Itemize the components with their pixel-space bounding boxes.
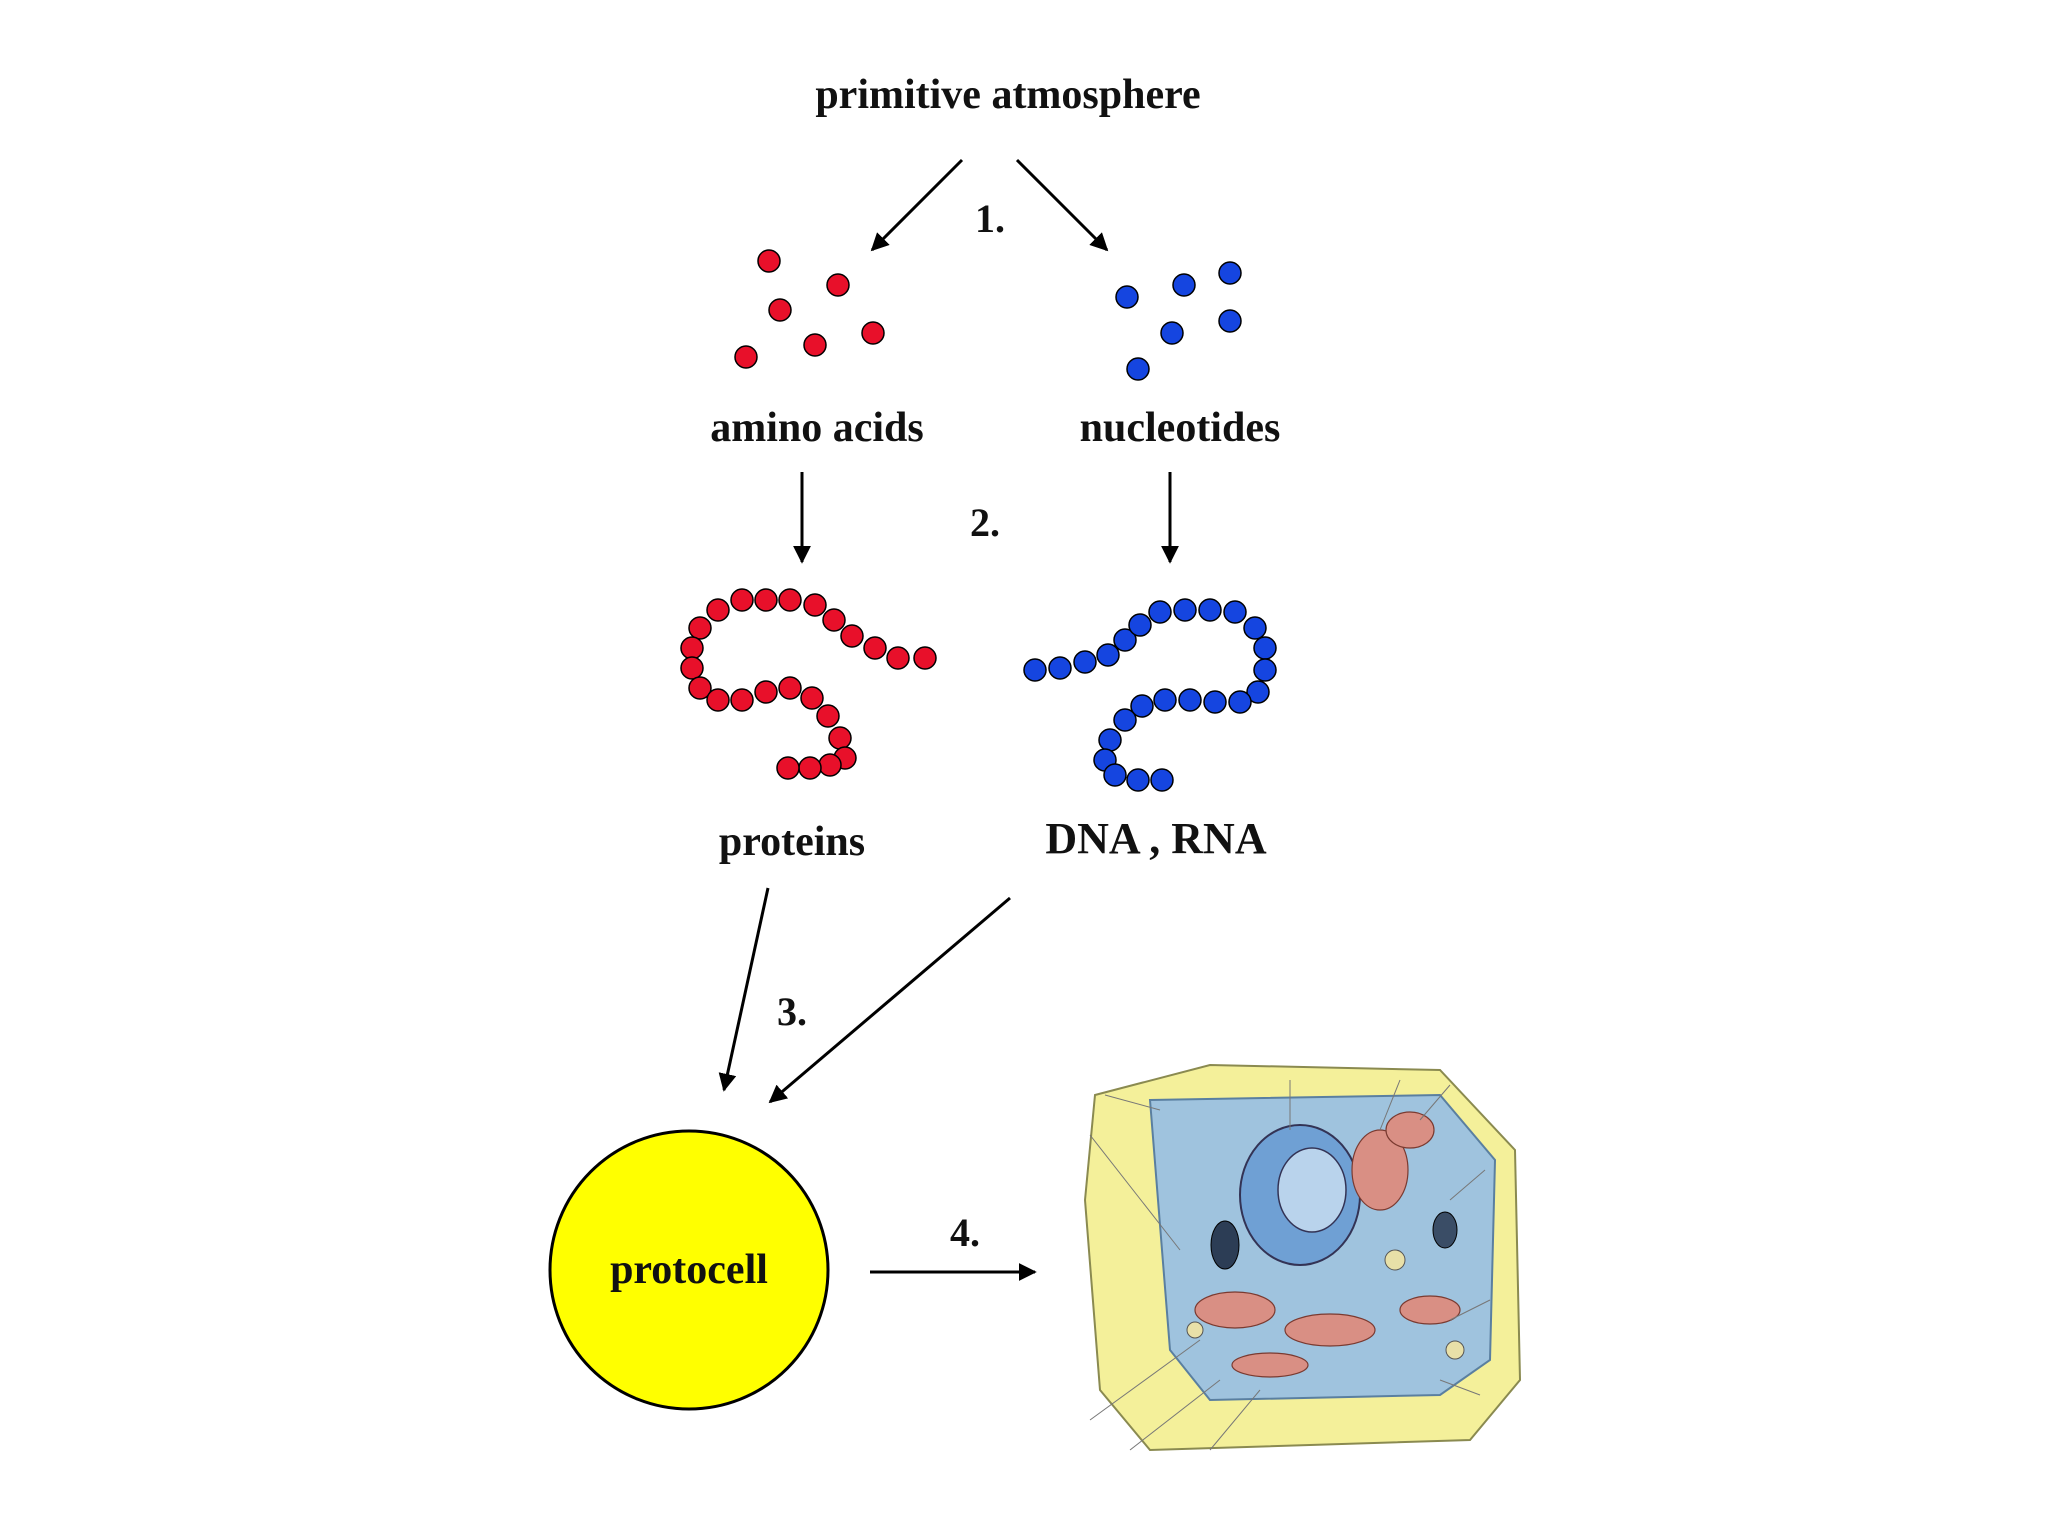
amino-acid-bead: [776, 756, 800, 780]
protocell-label: protocell: [610, 1247, 768, 1293]
dna-rna-label: DNA , RNA: [1045, 814, 1266, 863]
nucleotide-bead: [1178, 688, 1202, 712]
nucleotide-bead: [1073, 650, 1097, 674]
nucleotide-bead: [1173, 598, 1197, 622]
amino-acid-bead: [778, 588, 802, 612]
amino-acid-bead: [803, 593, 827, 617]
amino-acid-bead: [816, 704, 840, 728]
blue-dots-icon: [1115, 261, 1242, 381]
nucleotide-dot: [1172, 273, 1196, 297]
primitive-atmosphere-label: primitive atmosphere: [815, 72, 1200, 118]
amino-acid-bead: [688, 676, 712, 700]
nucleotide-dot: [1160, 321, 1184, 345]
amino-acid-dot: [861, 321, 885, 345]
amino-acid-bead: [730, 688, 754, 712]
arrow-atmosphere-to-nucleo: [1015, 158, 1109, 252]
amino-acid-bead: [798, 756, 822, 780]
step-3-label: 3.: [777, 989, 807, 1034]
amino-acid-bead: [863, 636, 887, 660]
nucleotide-bead: [1096, 643, 1120, 667]
nucleotide-bead: [1126, 768, 1150, 792]
nucleotide-bead: [1148, 600, 1172, 624]
nucleotide-bead: [1113, 708, 1137, 732]
arrow-proteins-to-protocell: [718, 887, 770, 1092]
amino-acid-bead: [706, 688, 730, 712]
nucleotide-dot: [1126, 357, 1150, 381]
protocell-circle: [548, 1129, 830, 1411]
cell-cross-section-illustration: [1083, 1063, 1522, 1452]
nucleotide-bead: [1023, 658, 1047, 682]
blue-bead-chain-icon: [1023, 598, 1277, 792]
amino-acid-bead: [913, 646, 937, 670]
red-bead-chain-icon: [680, 588, 937, 780]
nucleotide-bead: [1048, 656, 1072, 680]
amino-acid-bead: [730, 588, 754, 612]
nucleotide-bead: [1130, 694, 1154, 718]
amino-acid-bead: [840, 624, 864, 648]
nucleotide-dot: [1218, 261, 1242, 285]
red-dots-icon: [734, 249, 885, 369]
amino-acid-dot: [803, 333, 827, 357]
nucleotide-bead: [1243, 616, 1267, 640]
nucleotide-bead: [1203, 690, 1227, 714]
amino-acid-bead: [680, 636, 704, 660]
nucleotide-bead: [1103, 763, 1127, 787]
amino-acid-bead: [754, 588, 778, 612]
amino-acid-bead: [886, 646, 910, 670]
nucleotide-bead: [1246, 680, 1270, 704]
amino-acid-bead: [680, 656, 704, 680]
step-4-label: 4.: [950, 1210, 980, 1255]
nucleotides-label: nucleotides: [1080, 405, 1281, 451]
proteins-label: proteins: [719, 819, 865, 865]
amino-acid-dot: [826, 273, 850, 297]
nucleotide-bead: [1198, 598, 1222, 622]
nucleotide-dot: [1115, 285, 1139, 309]
amino-acid-bead: [778, 676, 802, 700]
amino-acid-bead: [828, 726, 852, 750]
arrow-dna-to-protocell: [768, 896, 1011, 1104]
nucleotide-bead: [1113, 628, 1137, 652]
amino-acid-bead: [754, 680, 778, 704]
amino-acid-dot: [768, 298, 792, 322]
amino-acid-bead: [818, 753, 842, 777]
amino-acid-bead: [800, 686, 824, 710]
arrow-atmosphere-to-amino: [870, 158, 964, 252]
amino-acid-dot: [734, 345, 758, 369]
nucleotide-bead: [1153, 688, 1177, 712]
nucleotide-bead: [1253, 636, 1277, 660]
amino-acid-bead: [822, 608, 846, 632]
nucleotide-bead: [1253, 658, 1277, 682]
nucleotide-bead: [1098, 728, 1122, 752]
step-2-label: 2.: [970, 500, 1000, 545]
nucleotide-dot: [1218, 309, 1242, 333]
nucleotide-bead: [1228, 690, 1252, 714]
amino-acid-dot: [757, 249, 781, 273]
amino-acid-bead: [688, 616, 712, 640]
nucleotide-bead: [1150, 768, 1174, 792]
amino-acids-label: amino acids: [710, 405, 924, 451]
nucleotide-bead: [1128, 613, 1152, 637]
amino-acid-bead: [706, 598, 730, 622]
step-1-label: 1.: [975, 196, 1005, 241]
nucleotide-bead: [1223, 600, 1247, 624]
